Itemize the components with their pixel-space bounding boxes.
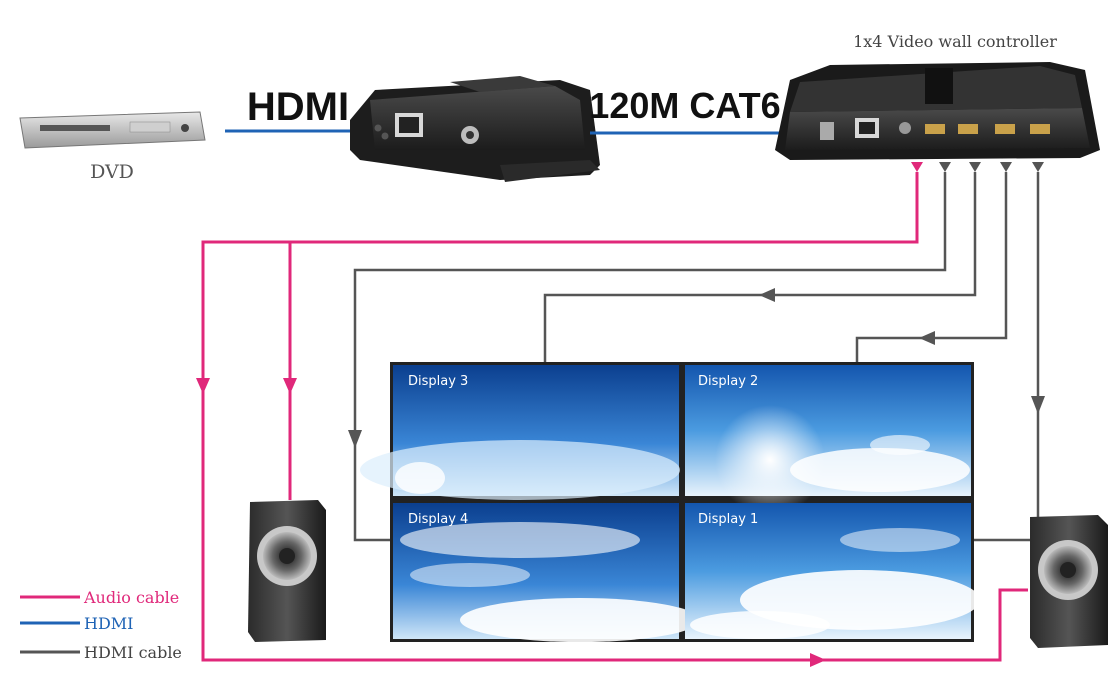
- hdmi-output-ports: [925, 124, 1050, 134]
- display-1: Display 1: [685, 503, 980, 639]
- svg-text:Display 1: Display 1: [698, 512, 758, 527]
- svg-text:Display 2: Display 2: [698, 374, 758, 389]
- dvd-label: DVD: [90, 161, 134, 183]
- svg-text:Display 3: Display 3: [408, 374, 468, 389]
- hdmi-link-label: HDMI: [247, 85, 349, 129]
- legend-item-hdmi: HDMI: [20, 614, 133, 633]
- hdbaset-transmitter: [350, 76, 600, 182]
- legend-item-audio: Audio cable: [20, 588, 179, 607]
- video-wall: Display 3 Display 2 Display 4 Display 1: [360, 362, 980, 642]
- svg-text:HDMI: HDMI: [84, 614, 133, 633]
- legend-item-hdmi-cable: HDMI cable: [20, 643, 182, 662]
- svg-text:Audio cable: Audio cable: [83, 588, 179, 607]
- speaker-right: [1030, 515, 1108, 648]
- cat6-link-label: 120M CAT6: [589, 85, 780, 126]
- dvd-player: [19, 111, 206, 149]
- audio-cable-arrows: [196, 378, 826, 667]
- svg-text:HDMI cable: HDMI cable: [84, 643, 182, 662]
- hdmi-cable-arrows: [348, 288, 1045, 448]
- video-wall-controller: [775, 62, 1100, 172]
- speaker-left: [248, 500, 326, 642]
- display-4: Display 4: [393, 503, 700, 642]
- svg-text:Display 4: Display 4: [408, 512, 468, 527]
- display-2: Display 2: [685, 365, 971, 515]
- controller-title: 1x4 Video wall controller: [853, 32, 1057, 51]
- legend: Audio cable HDMI HDMI cable: [20, 588, 182, 662]
- audio-cable-routing: [201, 172, 1028, 662]
- display-3: Display 3: [360, 365, 680, 500]
